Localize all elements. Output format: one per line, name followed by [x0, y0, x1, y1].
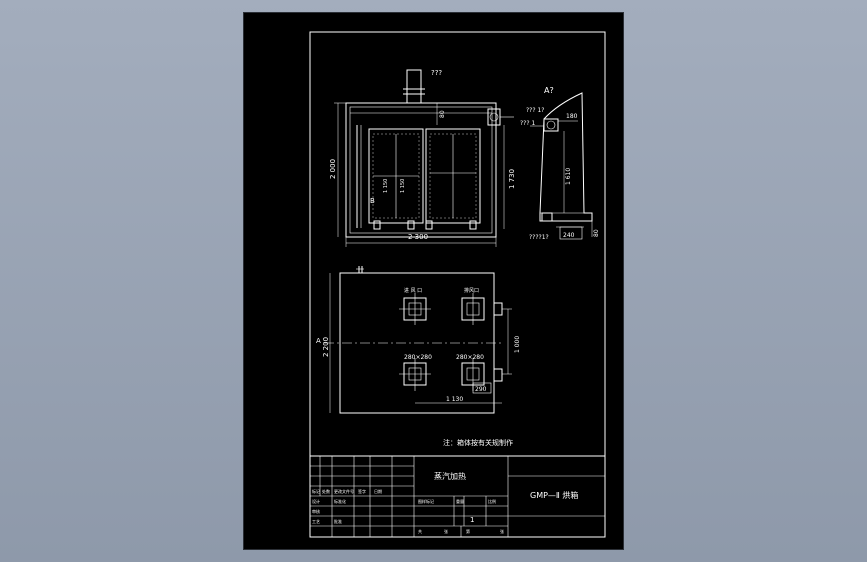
tb-row-label: 批准 — [334, 518, 342, 524]
drawing-note: 注：箱体按有关规制作 — [443, 438, 513, 447]
front-view: 2 300 2 000 1 730 80 1 150 1 150 ??? B — [329, 69, 516, 247]
top-dim-label: 80 — [439, 110, 446, 118]
tb-row-label: 处数 — [322, 488, 330, 494]
tb-row-label: 更改文件号 — [334, 488, 354, 494]
front-width-label: 2 300 — [408, 233, 428, 241]
small-label: B — [370, 197, 375, 205]
left-door — [368, 128, 424, 224]
tb-mid-label: 第 — [466, 528, 470, 534]
dim-1130: 1 130 — [446, 396, 463, 403]
inner-a-label: 1 150 — [383, 179, 389, 193]
dim-80: 80 — [593, 229, 600, 237]
tb-row-label: 标准化 — [334, 498, 346, 504]
side-view-label: A? — [544, 86, 554, 95]
title-quantity: 1 — [470, 516, 474, 524]
top-pipe — [406, 69, 422, 104]
size-b: 280×280 — [456, 354, 484, 361]
front-height-label: 2 000 — [329, 159, 337, 179]
dim-290: 290 — [475, 386, 487, 393]
plan-arrow-label: A — [316, 337, 321, 345]
plan-view: A 进 风 口 排风口 280×280 280×280 2 200 1 000 … — [316, 266, 521, 414]
tb-mid-label: 图样标记 — [418, 498, 434, 504]
tb-mid-label: 张 — [500, 528, 504, 534]
title-code: GMP—Ⅱ 烘箱 — [530, 490, 578, 500]
side-view: A? 180 ??? 1? ??? 1 1 610 240 80 ????1? — [520, 86, 600, 241]
tb-row-label: 签字 — [358, 488, 366, 494]
tb-row-label: 审核 — [312, 508, 320, 514]
cad-viewport[interactable]: 2 300 2 000 1 730 80 1 150 1 150 ??? B A… — [244, 13, 623, 549]
pipe-label: ??? — [431, 69, 442, 77]
size-a: 280×280 — [404, 354, 432, 361]
side-profile — [539, 92, 593, 222]
side-label-2: ??? 1 — [520, 120, 535, 127]
tb-mid-label: 重量 — [456, 498, 464, 504]
dim-180: 180 — [566, 113, 578, 120]
inner-height-label: 1 730 — [508, 169, 516, 189]
dim-240: 240 — [563, 232, 575, 239]
tb-mid-label: 张 — [444, 528, 448, 534]
vent-label-b: 排风口 — [464, 287, 479, 294]
tb-row-label: 标记 — [312, 488, 320, 494]
tb-row-label: 日期 — [374, 488, 382, 494]
tb-row-label: 工艺 — [312, 519, 320, 524]
vent-label-a: 进 风 口 — [404, 287, 422, 294]
side-label-1: ??? 1? — [526, 107, 544, 114]
plan-width-label: 2 200 — [322, 337, 330, 357]
inner-b-label: 1 150 — [400, 179, 406, 193]
side-bottom-label: ????1? — [529, 234, 549, 241]
tb-mid-label: 共 — [418, 528, 422, 534]
tb-mid-label: 比例 — [488, 498, 496, 504]
right-door — [425, 128, 481, 224]
tb-row-label: 设计 — [312, 498, 320, 504]
title-block: 蒸汽加热 GMP—Ⅱ 烘箱 1 标记 处数 更改文件号 签字 日期 设计 标准化… — [309, 455, 606, 538]
dim-1000: 1 000 — [514, 336, 521, 353]
drawing-canvas: 2 300 2 000 1 730 80 1 150 1 150 ??? B A… — [309, 31, 606, 538]
title-name: 蒸汽加热 — [434, 471, 466, 481]
dim-1610: 1 610 — [565, 168, 572, 185]
